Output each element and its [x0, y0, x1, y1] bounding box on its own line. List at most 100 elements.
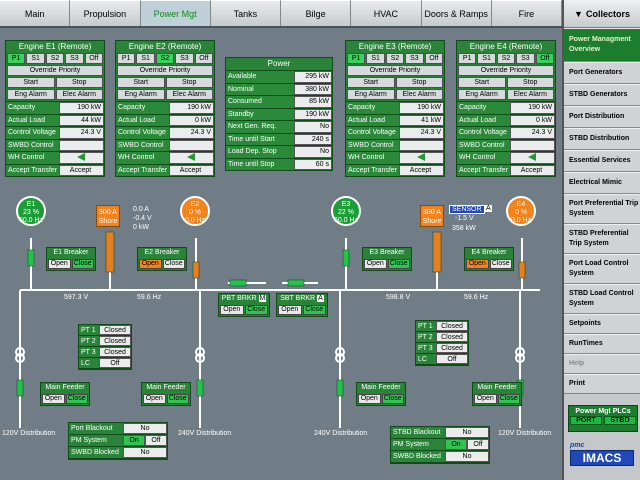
engine-e3-priority-off[interactable]: Off: [424, 53, 444, 64]
sidebar-item-9[interactable]: Port Load Control System: [564, 254, 640, 284]
generator-e1[interactable]: E1 23 % 60.0 Hz: [16, 196, 46, 226]
sidebar-item-11[interactable]: Setpoints: [564, 314, 640, 334]
tab-bilge[interactable]: Bilge: [281, 0, 352, 26]
sidebar-item-2[interactable]: STBD Generators: [564, 84, 640, 106]
engine-e1-priority-p1[interactable]: P1: [7, 53, 26, 64]
tab-power-mgt[interactable]: Power Mgt: [140, 0, 211, 26]
engine-e3-elec-alarm[interactable]: Elec Alarm: [395, 89, 443, 100]
tab-hvac[interactable]: HVAC: [351, 0, 422, 26]
tab-propulsion[interactable]: Propulsion: [70, 0, 141, 26]
engine-e4-start-button[interactable]: Start: [458, 77, 506, 88]
feeder-3-open[interactable]: Open: [358, 394, 381, 404]
port-pm-off-button[interactable]: Off: [145, 435, 167, 446]
engine-e1-override-button[interactable]: Override Priority: [7, 65, 103, 76]
engine-e4-priority-s2[interactable]: S2: [496, 53, 516, 64]
feeder-1-close[interactable]: Close: [65, 394, 88, 404]
engine-e4-priority-s1[interactable]: S1: [477, 53, 496, 64]
sbt-close[interactable]: Close: [302, 305, 326, 315]
engine-e1-start-button[interactable]: Start: [7, 77, 55, 88]
stbd-pm-on-button[interactable]: On: [445, 439, 467, 450]
collectors-header[interactable]: ▼ Collectors: [564, 0, 640, 28]
sidebar-item-6[interactable]: Electrical Mimic: [564, 172, 640, 194]
tab-doors-ramps[interactable]: Doors & Ramps: [421, 0, 492, 26]
engine-e2-priority-s2[interactable]: S2: [155, 53, 175, 64]
feeder-4-close[interactable]: Close: [497, 394, 520, 404]
e3-breaker-open[interactable]: Open: [364, 259, 387, 269]
sidebar-item-0[interactable]: Power Managment Overview: [564, 28, 640, 62]
feeder-2-open[interactable]: Open: [143, 394, 166, 404]
engine-e3-priority-p1[interactable]: P1: [347, 53, 366, 64]
sbt-open[interactable]: Open: [278, 305, 302, 315]
engine-e4-elec-alarm[interactable]: Elec Alarm: [506, 89, 554, 100]
e4-breaker-close[interactable]: Close: [489, 259, 512, 269]
engine-e3-accept-button[interactable]: Accept: [399, 164, 444, 176]
port-pm-on-button[interactable]: On: [123, 435, 145, 446]
engine-e4-wh-control[interactable]: [510, 152, 555, 164]
engine-e3-override-button[interactable]: Override Priority: [347, 65, 443, 76]
engine-e2-eng-alarm[interactable]: Eng Alarm: [117, 89, 165, 100]
engine-e3-stop-button[interactable]: Stop: [395, 77, 443, 88]
engine-e4-priority-p1[interactable]: P1: [458, 53, 477, 64]
engine-e3-priority-s2[interactable]: S2: [385, 53, 405, 64]
port-shore-connection[interactable]: 300 A Shore: [96, 205, 120, 227]
engine-e2-priority-off[interactable]: Off: [194, 53, 214, 64]
engine-e1-priority-s3[interactable]: S3: [65, 53, 84, 64]
generator-e3[interactable]: E3 22 % 60.0 Hz: [331, 196, 361, 226]
sidebar-item-7[interactable]: Port Preferential Trip System: [564, 194, 640, 224]
engine-e3-wh-control[interactable]: [399, 152, 444, 164]
sidebar-item-8[interactable]: STBD Preferential Trip System: [564, 224, 640, 254]
tab-tanks[interactable]: Tanks: [210, 0, 281, 26]
engine-e3-start-button[interactable]: Start: [347, 77, 395, 88]
engine-e4-priority-off[interactable]: Off: [535, 53, 555, 64]
engine-e1-priority-s2[interactable]: S2: [45, 53, 65, 64]
sidebar-item-3[interactable]: Port Distribution: [564, 106, 640, 128]
engine-e3-eng-alarm[interactable]: Eng Alarm: [347, 89, 395, 100]
pbt-open[interactable]: Open: [220, 305, 244, 315]
stbd-shore-connection[interactable]: 300 A Shore: [420, 205, 444, 227]
engine-e2-override-button[interactable]: Override Priority: [117, 65, 213, 76]
engine-e2-elec-alarm[interactable]: Elec Alarm: [165, 89, 213, 100]
e1-breaker-open[interactable]: Open: [48, 259, 71, 269]
engine-e2-priority-s3[interactable]: S3: [175, 53, 194, 64]
sensor-badge[interactable]: SENSOR: [449, 205, 485, 214]
engine-e1-stop-button[interactable]: Stop: [55, 77, 103, 88]
tab-fire[interactable]: Fire: [491, 0, 562, 26]
sidebar-item-14[interactable]: Print: [564, 374, 640, 394]
feeder-3-close[interactable]: Close: [381, 394, 404, 404]
sidebar-item-12[interactable]: RunTimes: [564, 334, 640, 354]
feeder-2-close[interactable]: Close: [166, 394, 189, 404]
engine-e4-stop-button[interactable]: Stop: [506, 77, 554, 88]
generator-e2[interactable]: E2 0 % 0.0 Hz: [180, 196, 210, 226]
engine-e4-priority-s3[interactable]: S3: [516, 53, 535, 64]
e4-breaker-open[interactable]: Open: [466, 259, 489, 269]
engine-e1-eng-alarm[interactable]: Eng Alarm: [7, 89, 55, 100]
engine-e1-priority-off[interactable]: Off: [84, 53, 104, 64]
e3-breaker-close[interactable]: Close: [387, 259, 410, 269]
plc-port-button[interactable]: PORT: [570, 416, 602, 425]
engine-e3-priority-s1[interactable]: S1: [366, 53, 385, 64]
engine-e1-priority-s1[interactable]: S1: [26, 53, 45, 64]
generator-e4[interactable]: E4 0 % 0.0 Hz: [506, 196, 536, 226]
engine-e2-stop-button[interactable]: Stop: [165, 77, 213, 88]
engine-e1-accept-button[interactable]: Accept: [59, 164, 104, 176]
engine-e2-start-button[interactable]: Start: [117, 77, 165, 88]
e2-breaker-open[interactable]: Open: [139, 259, 162, 269]
engine-e2-priority-p1[interactable]: P1: [117, 53, 136, 64]
plc-stbd-button[interactable]: STBD: [604, 416, 636, 425]
pbt-close[interactable]: Close: [244, 305, 268, 315]
sidebar-item-5[interactable]: Essential Services: [564, 150, 640, 172]
sidebar-item-4[interactable]: STBD Distribution: [564, 128, 640, 150]
sidebar-item-1[interactable]: Port Generators: [564, 62, 640, 84]
engine-e4-override-button[interactable]: Override Priority: [458, 65, 554, 76]
engine-e2-priority-s1[interactable]: S1: [136, 53, 155, 64]
feeder-1-open[interactable]: Open: [42, 394, 65, 404]
feeder-4-open[interactable]: Open: [474, 394, 497, 404]
e2-breaker-close[interactable]: Close: [162, 259, 185, 269]
engine-e4-accept-button[interactable]: Accept: [510, 164, 555, 176]
stbd-pm-off-button[interactable]: Off: [467, 439, 489, 450]
sidebar-item-10[interactable]: STBD Load Control System: [564, 284, 640, 314]
engine-e2-accept-button[interactable]: Accept: [169, 164, 214, 176]
e1-breaker-close[interactable]: Close: [71, 259, 94, 269]
engine-e1-wh-control[interactable]: [59, 152, 104, 164]
engine-e1-elec-alarm[interactable]: Elec Alarm: [55, 89, 103, 100]
